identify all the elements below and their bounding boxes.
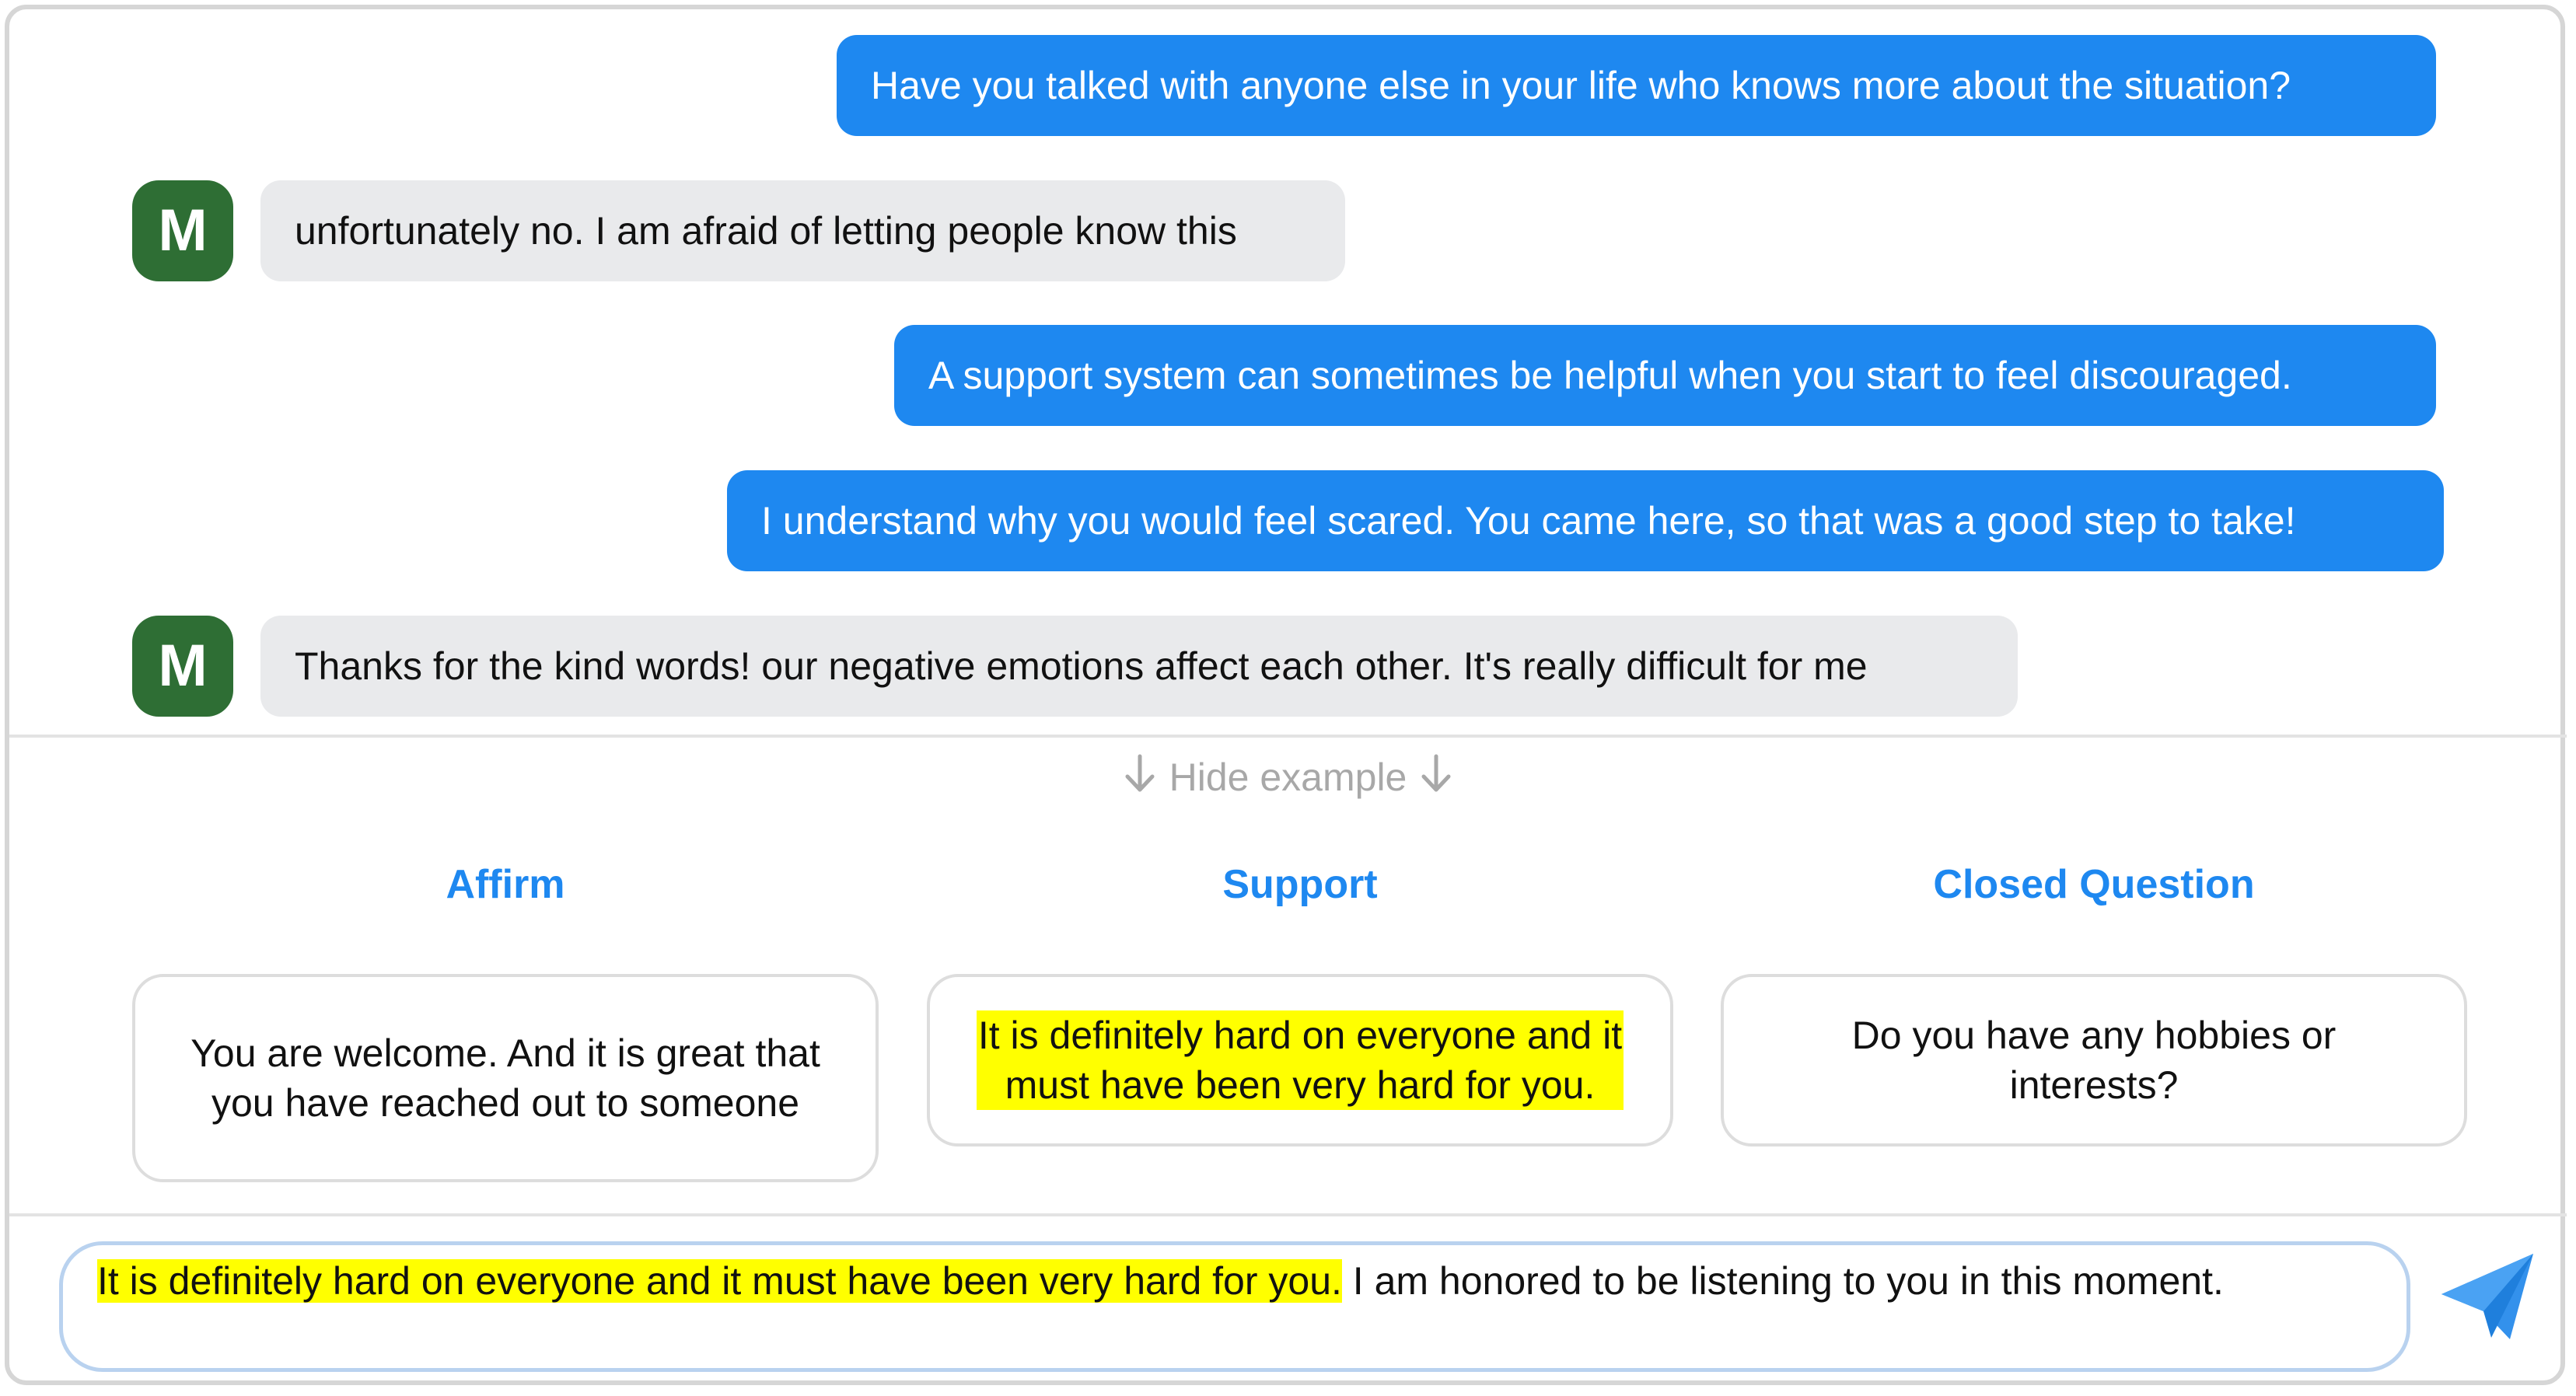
arrow-down-icon bbox=[1421, 753, 1452, 808]
suggestion-title-closed-question: Closed Question bbox=[1933, 862, 2255, 907]
seeker-avatar: M bbox=[132, 616, 233, 717]
seeker-message: unfortunately no. I am afraid of letting… bbox=[260, 180, 1345, 281]
seeker-message: Thanks for the kind words! our negative … bbox=[260, 616, 2018, 717]
hide-example-label: Hide example bbox=[1169, 756, 1407, 799]
suggestion-text: Do you have any hobbies or interests? bbox=[1851, 1014, 2337, 1107]
send-button[interactable] bbox=[2437, 1248, 2538, 1349]
chat-history: Have you talked with anyone else in your… bbox=[132, 35, 2444, 717]
suggestion-text: You are welcome. And it is great that yo… bbox=[190, 1031, 820, 1125]
helper-message: A support system can sometimes be helpfu… bbox=[894, 325, 2436, 426]
suggestion-card-support[interactable]: It is definitely hard on everyone and it… bbox=[927, 974, 1673, 1146]
inserted-suggestion-text: It is definitely hard on everyone and it… bbox=[97, 1259, 1342, 1303]
hide-example-toggle[interactable]: Hide example bbox=[0, 750, 2576, 808]
paper-plane-icon bbox=[2441, 1254, 2533, 1339]
suggestion-text-highlighted: It is definitely hard on everyone and it… bbox=[977, 1010, 1624, 1110]
suggestion-title-affirm: Affirm bbox=[446, 862, 565, 907]
suggestion-card-affirm[interactable]: You are welcome. And it is great that yo… bbox=[132, 974, 879, 1182]
helper-message: I understand why you would feel scared. … bbox=[727, 470, 2444, 571]
suggestion-title-support: Support bbox=[1222, 862, 1378, 907]
suggestion-card-closed-question[interactable]: Do you have any hobbies or interests? bbox=[1721, 974, 2467, 1146]
arrow-down-icon bbox=[1124, 753, 1155, 808]
seeker-avatar: M bbox=[132, 180, 233, 281]
chat-divider bbox=[9, 735, 2567, 738]
typed-text: I am honored to be listening to you in t… bbox=[1341, 1259, 2224, 1303]
message-input[interactable]: It is definitely hard on everyone and it… bbox=[59, 1241, 2410, 1372]
composer-divider bbox=[9, 1213, 2567, 1216]
helper-message: Have you talked with anyone else in your… bbox=[837, 35, 2436, 136]
